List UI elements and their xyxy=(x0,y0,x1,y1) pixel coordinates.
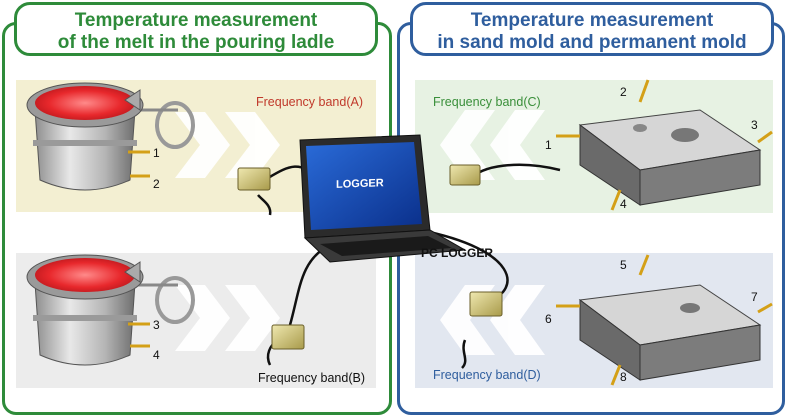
chevron-arrows-c xyxy=(440,110,545,180)
ladle-top xyxy=(26,82,195,191)
band-c-label: Frequency band(C) xyxy=(433,95,541,109)
mold-bottom-number-5: 5 xyxy=(620,258,627,272)
mold-top-number-2: 2 xyxy=(620,85,627,99)
sensor-box-b xyxy=(271,324,305,350)
ladle-bottom xyxy=(26,254,195,366)
left-title-line1: Temperature measurement xyxy=(74,10,318,31)
sensor-box-c xyxy=(449,164,481,186)
mold-top xyxy=(578,109,762,206)
sensor-box-a xyxy=(237,167,271,191)
right-title: Temperature measurement in sand mold and… xyxy=(410,2,774,56)
band-b-label: Frequency band(B) xyxy=(258,371,366,385)
mold-bottom-number-8: 8 xyxy=(620,370,627,384)
mold-bottom-number-7: 7 xyxy=(751,290,758,304)
ladle-top-number-1: 1 xyxy=(153,146,160,160)
mold-bottom xyxy=(578,284,762,381)
left-title-line2: of the melt in the pouring ladle xyxy=(57,32,335,53)
pc-logger-label: PC LOGGER xyxy=(421,246,494,260)
ladle-top-number-2: 2 xyxy=(153,177,160,191)
mold-bottom-number-6: 6 xyxy=(545,312,552,326)
laptop xyxy=(299,134,467,263)
right-title-line1: Temperature measurement xyxy=(470,10,714,31)
mold-top-number-1: 1 xyxy=(545,138,552,152)
chevron-arrows-b xyxy=(175,285,280,351)
mold-top-number-3: 3 xyxy=(751,118,758,132)
right-title-line2: in sand mold and permanent mold xyxy=(437,32,747,53)
left-title: Temperature measurement of the melt in t… xyxy=(14,2,378,56)
ladle-bottom-number-3: 3 xyxy=(153,318,160,332)
sensor-box-d xyxy=(469,291,503,317)
ladle-bottom-number-4: 4 xyxy=(153,348,160,362)
band-a-label: Frequency band(A) xyxy=(256,95,364,109)
mold-top-number-4: 4 xyxy=(620,197,627,211)
laptop-screen-text: LOGGER xyxy=(336,177,384,191)
ladle-probes xyxy=(128,150,150,348)
chevron-arrows-a xyxy=(175,112,280,178)
band-d-label: Frequency band(D) xyxy=(433,368,541,382)
mold-probes xyxy=(556,79,773,386)
